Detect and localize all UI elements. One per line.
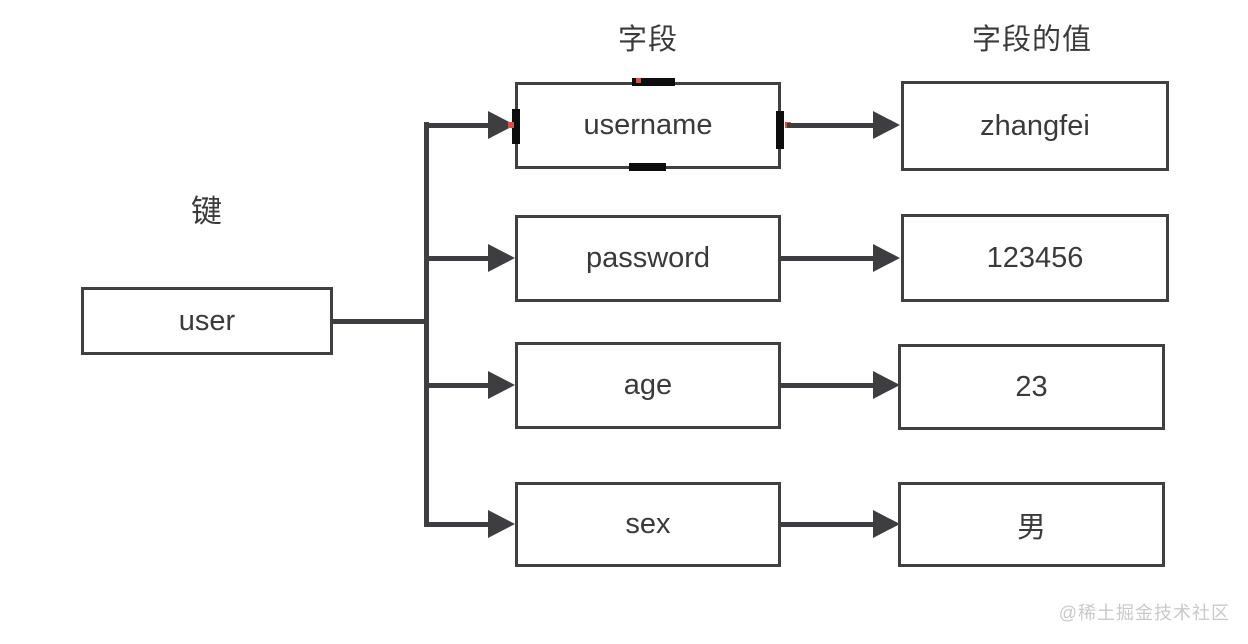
value-box-zhangfei: zhangfei	[901, 81, 1169, 171]
selection-handle	[512, 109, 520, 144]
connector-line	[781, 522, 875, 527]
connector-line	[424, 383, 490, 388]
field-label: username	[583, 109, 713, 141]
connector-trunk-line	[424, 122, 429, 527]
connector-line-user-trunk	[333, 319, 429, 324]
value-label: zhangfei	[980, 109, 1090, 142]
connector-line	[781, 383, 875, 388]
arrowhead-icon	[873, 244, 900, 272]
value-column-header: 字段的值	[971, 24, 1092, 56]
value-label: 23	[1015, 370, 1048, 403]
field-label: sex	[625, 508, 671, 540]
field-box-username: username	[515, 82, 781, 169]
arrowhead-icon	[488, 510, 515, 538]
connector-line	[781, 256, 875, 261]
field-label: password	[585, 242, 711, 274]
arrowhead-icon	[873, 371, 900, 399]
key-node-label: user	[178, 304, 236, 337]
arrowhead-icon	[873, 111, 900, 139]
field-column-header: 字段	[617, 24, 678, 56]
arrowhead-icon	[488, 244, 515, 272]
key-column-label: 键	[191, 194, 223, 229]
value-box-123456: 123456	[901, 214, 1169, 302]
connection-point-icon	[636, 78, 641, 83]
selection-handle	[629, 163, 666, 171]
selection-handle	[776, 111, 784, 149]
connector-line	[787, 123, 875, 128]
arrowhead-icon	[873, 510, 900, 538]
watermark: @稀土掘金技术社区	[1058, 603, 1230, 623]
value-box-male: 男	[898, 482, 1165, 567]
field-label: age	[623, 369, 673, 401]
connector-line	[424, 123, 490, 128]
arrowhead-icon	[488, 371, 515, 399]
field-box-sex: sex	[515, 482, 781, 567]
field-box-password: password	[515, 215, 781, 302]
selection-handle	[632, 78, 675, 86]
connector-line	[424, 256, 490, 261]
field-box-age: age	[515, 342, 781, 429]
value-label: 123456	[986, 241, 1084, 274]
connector-line	[424, 522, 490, 527]
value-box-23: 23	[898, 344, 1165, 430]
connection-point-icon	[508, 122, 514, 128]
key-node-box: user	[81, 287, 333, 355]
value-label: 男	[1016, 511, 1046, 544]
